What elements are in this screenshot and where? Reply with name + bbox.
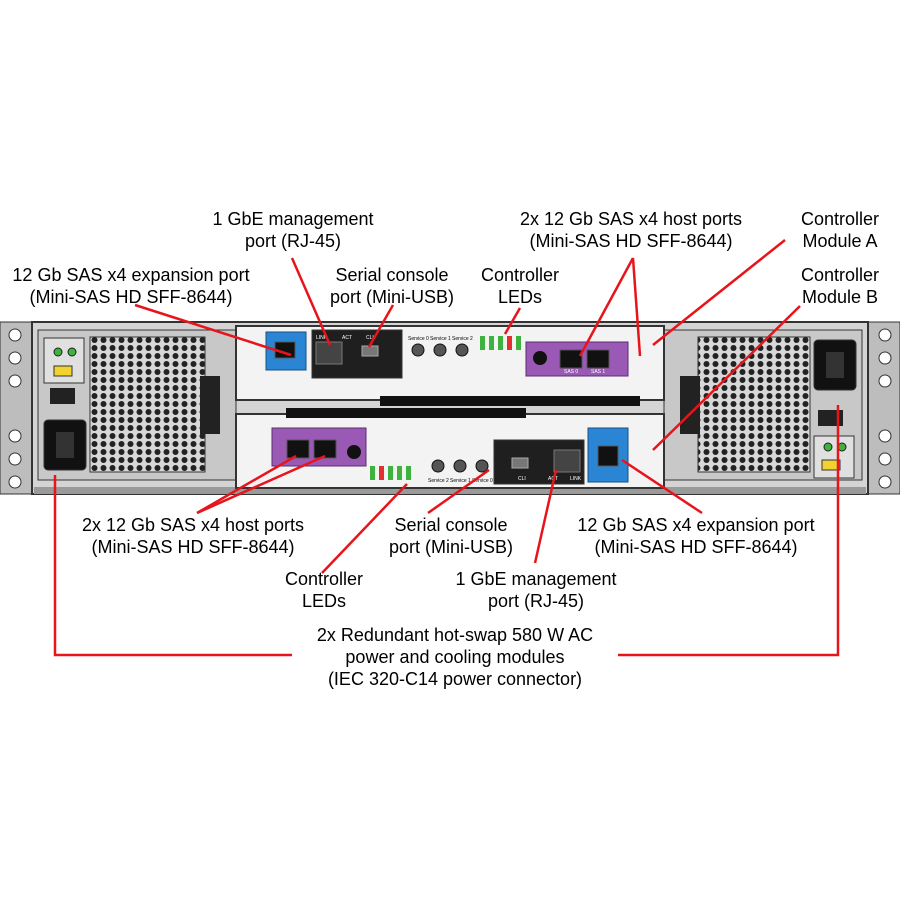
controller-module-a: LINK ACT CLI Service 0 Service 1 Service… [235, 325, 665, 406]
service-1-label-b: Service 1 [450, 478, 471, 484]
led-icon [406, 466, 411, 480]
led-icon [498, 336, 503, 350]
callout-expansion-port-a: 12 Gb SAS x4 expansion port(Mini-SAS HD … [12, 265, 250, 307]
mini-sas-port-icon [286, 439, 310, 459]
link-label-b: LINK [570, 476, 582, 482]
psu-led-icon [53, 347, 63, 357]
service-0-label-a: Service 0 [408, 336, 429, 342]
led-icon [370, 466, 375, 480]
led-icon [379, 466, 384, 480]
mini-sas-port-icon [586, 349, 610, 369]
service-2-label-a: Service 2 [452, 336, 473, 342]
service-0-label-b: Service 0 [472, 478, 493, 484]
mini-sas-port-icon [559, 349, 583, 369]
sas0-label-a: SAS 0 [564, 369, 578, 375]
psu-switch-icon [50, 388, 75, 404]
leader-host-b-2 [196, 454, 326, 515]
service-port-icon [433, 343, 447, 357]
service-port-icon [475, 459, 489, 473]
led-icon [507, 336, 512, 350]
leader-mgmt-a [290, 257, 332, 346]
leader-leds-a [503, 307, 522, 335]
service-port-icon [411, 343, 425, 357]
rj45-port-icon [553, 449, 581, 473]
service-port-icon [431, 459, 445, 473]
leader-host-a-2 [631, 257, 642, 357]
act-label-a: ACT [342, 335, 352, 341]
right-rack-ear [867, 321, 900, 495]
leader-serial-b [427, 468, 490, 515]
led-icon [480, 336, 485, 350]
leader-serial-a [367, 304, 395, 348]
left-rack-ear [0, 321, 33, 495]
leader-psu-left [53, 475, 292, 657]
led-icon [388, 466, 393, 480]
psu-right [663, 329, 863, 481]
cli-label-b: CLI [518, 476, 526, 482]
leader-exp-a [134, 303, 292, 357]
controller-module-b: Service 2 Service 1 Service 0 CLI ACT LI… [235, 408, 665, 489]
led-icon [516, 336, 521, 350]
sas1-label-a: SAS 1 [591, 369, 605, 375]
psu-led-icon [823, 442, 833, 452]
psu-left [37, 329, 237, 481]
link-label-a: LINK [316, 335, 328, 341]
mini-sas-port-icon [313, 439, 337, 459]
callout-host-ports-a: 2x 12 Gb SAS x4 host ports(Mini-SAS HD S… [519, 209, 743, 251]
leader-psu-right [618, 405, 840, 657]
leader-lines [53, 239, 840, 657]
callout-host-ports-b: 2x 12 Gb SAS x4 host ports(Mini-SAS HD S… [81, 515, 305, 557]
leader-leds-b [321, 483, 408, 574]
led-icon [489, 336, 494, 350]
service-port-icon [455, 343, 469, 357]
callout-expansion-port-b: 12 Gb SAS x4 expansion port(Mini-SAS HD … [577, 515, 815, 557]
leader-mgmt-b [533, 469, 558, 564]
leader-host-a-1 [578, 257, 635, 357]
led-icon [397, 466, 402, 480]
cli-label-a: CLI [366, 335, 374, 341]
leader-ctrl-b [652, 305, 801, 451]
service-2-label-b: Service 2 [428, 478, 449, 484]
latch-handle [380, 396, 640, 406]
service-1-label-a: Service 1 [430, 336, 451, 342]
psu-led-icon [67, 347, 77, 357]
service-port-icon [453, 459, 467, 473]
mini-sas-port-icon [597, 445, 619, 467]
mini-usb-port-icon [511, 457, 529, 469]
leader-host-b-1 [196, 454, 297, 515]
latch-handle [286, 408, 526, 418]
leader-ctrl-a [652, 239, 786, 346]
leader-exp-b [621, 458, 703, 515]
